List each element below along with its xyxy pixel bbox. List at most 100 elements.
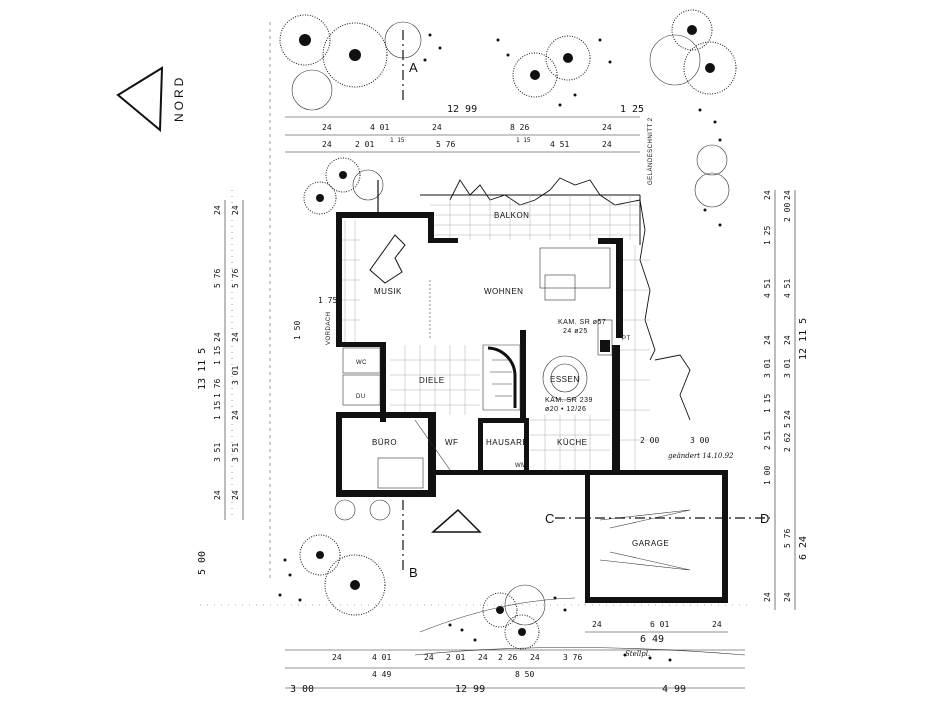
- tile-grid: [340, 195, 650, 470]
- tree-icon: [322, 22, 388, 88]
- dim-bot-total-1: 12 99: [455, 684, 485, 695]
- dim-right-c1-1: 1 25: [763, 226, 772, 245]
- room-label-musik: MUSIK: [374, 287, 402, 296]
- room-label-pt: PT: [622, 336, 631, 342]
- room-label-wm: WM: [515, 463, 527, 469]
- dim-left-c2-2: 24: [231, 332, 240, 342]
- note-kamin1: KAM. SR ø57: [558, 319, 606, 326]
- dim-top-r2-6: 24: [602, 140, 612, 149]
- note-hand-stellpl: Stellpl.: [625, 650, 650, 658]
- dim-bot-total-2: 4 99: [662, 684, 686, 695]
- dim-left-c2-3: 3 01: [231, 366, 240, 385]
- dim-left-c2-1: 5 76: [231, 269, 240, 288]
- tree-icon: [299, 534, 341, 576]
- dim-right-c2-6: 2 62 5: [783, 423, 792, 452]
- dim-right-c2-5: 24: [783, 410, 792, 420]
- dim-left-c1-5: 1 15: [213, 401, 222, 420]
- room-label-wc: WC: [356, 360, 367, 366]
- dim-left-c1-4: 1 76: [213, 379, 222, 398]
- dim-right-garage: 6 24: [798, 536, 809, 560]
- dim-garage-2: 24: [712, 620, 722, 629]
- dim-vordach-1: 1 50: [293, 321, 302, 340]
- dim-bot-r1-7: 3 76: [563, 653, 582, 662]
- room-labels: BALKON MUSIK WOHNEN DIELE ESSEN BÜRO WF …: [326, 117, 734, 658]
- dim-right-g1: 3 00: [690, 436, 709, 445]
- dim-top-r1-1: 4 01: [370, 123, 389, 132]
- dim-left-lower: 5 00: [197, 551, 208, 575]
- dim-garage-1: 6 01: [650, 620, 669, 629]
- room-label-hausarb: HAUSARB: [486, 438, 528, 447]
- trees: [279, 9, 737, 650]
- dim-left-c1-6: 3 51: [213, 443, 222, 462]
- dim-right-c1-4: 3 01: [763, 359, 772, 378]
- dim-left-c1-3: 1 15: [213, 346, 222, 365]
- dim-top-r2-0: 24: [322, 140, 332, 149]
- room-label-garage: GARAGE: [632, 539, 669, 548]
- interior-details: [342, 234, 613, 489]
- dim-right-c2-8: 24: [783, 592, 792, 602]
- dim-right-c1-5: 1 15: [763, 394, 772, 413]
- room-label-wohnen: WOHNEN: [484, 287, 523, 296]
- room-label-essen: ESSEN: [550, 375, 580, 384]
- room-label-wf: WF: [445, 438, 458, 447]
- garage-details: [599, 509, 691, 571]
- section-lines: A B C D: [377, 30, 770, 580]
- dim-right-c1-0: 24: [763, 190, 772, 200]
- dim-top-r2-2: 1 15: [390, 137, 405, 144]
- note-gelaende: GELÄNDESCHNITT 2: [647, 117, 654, 185]
- dim-right-c2-7: 5 76: [783, 529, 792, 548]
- dim-right-c1-8: 24: [763, 592, 772, 602]
- dim-top-r2-4: 1 15: [516, 137, 531, 144]
- north-label: NORD: [172, 75, 186, 122]
- dim-left-c1-0: 24: [213, 205, 222, 215]
- dim-top-r2-3: 5 76: [436, 140, 455, 149]
- dim-left-c1-1: 5 76: [213, 269, 222, 288]
- dim-garage-0: 24: [592, 620, 602, 629]
- room-label-vordach: VORDACH: [326, 311, 332, 345]
- dim-top-r1-4: 24: [602, 123, 612, 132]
- room-label-balkon: BALKON: [494, 211, 529, 220]
- dim-top-r1-0: 24: [322, 123, 332, 132]
- tree-icon: [303, 181, 337, 215]
- dim-bot-r1-1: 4 01: [372, 653, 391, 662]
- note-kamin2: KAM. SR 239: [545, 397, 593, 404]
- dimension-lines: [224, 116, 796, 689]
- dim-bot-r1-6: 24: [530, 653, 540, 662]
- section-d-label: D: [760, 511, 769, 526]
- dim-left-c2-5: 3 51: [231, 443, 240, 462]
- note-kamin2b: ø20 • 12/26: [545, 406, 586, 413]
- dim-right-c1-2: 4 51: [763, 279, 772, 298]
- dim-bot-r2-1: 8 50: [515, 670, 534, 679]
- tree-icon: [324, 554, 386, 616]
- dim-bot-r2-0: 4 49: [372, 670, 391, 679]
- room-label-buero: BÜRO: [372, 438, 397, 447]
- dim-right-c2-0: 24: [783, 190, 792, 200]
- entrance-arrow: [431, 508, 482, 533]
- tree-icon: [671, 9, 713, 51]
- dim-garage-total: 6 49: [640, 634, 664, 645]
- dim-bot-r1-0: 24: [332, 653, 342, 662]
- stones: [278, 33, 722, 662]
- note-kamin1b: 24 ø25: [563, 328, 588, 335]
- dim-right-total: 12 11 5: [798, 318, 809, 360]
- room-label-du: DU: [356, 394, 366, 400]
- dim-left-c2-6: 24: [231, 490, 240, 500]
- dims-bottom: 24 4 01 24 2 01 24 2 26 24 3 76 4 49 8 5…: [290, 620, 722, 695]
- note-hand-changed: geändert 14.10.92: [668, 452, 734, 460]
- dim-right-c2-4: 3 01: [783, 359, 792, 378]
- dim-bot-total-0: 3 00: [290, 684, 314, 695]
- section-b-label: B: [409, 565, 418, 580]
- dim-top-r1-3: 8 26: [510, 123, 529, 132]
- dim-top-right: 1 25: [620, 104, 644, 115]
- dim-left-c2-0: 24: [231, 205, 240, 215]
- tree-icon: [279, 14, 331, 66]
- tree-icon: [683, 41, 737, 95]
- dim-bot-r1-5: 2 26: [498, 653, 517, 662]
- dim-left-c1-7: 24: [213, 490, 222, 500]
- dim-top-r2-1: 2 01: [355, 140, 374, 149]
- dim-bot-r1-4: 24: [478, 653, 488, 662]
- dim-left-total: 13 11 5: [197, 348, 208, 390]
